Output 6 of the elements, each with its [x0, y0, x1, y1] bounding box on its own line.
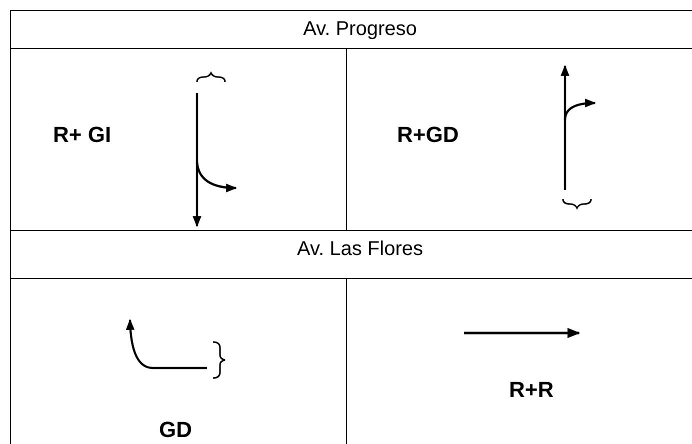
movement-code: GD [159, 417, 192, 443]
movement-code: R+ GI [53, 122, 112, 148]
street-name: Av. Las Flores [296, 238, 424, 261]
movement-code: R+GD [397, 122, 459, 148]
street-name: Av. Progreso [302, 18, 418, 41]
movement-code: R+R [509, 377, 554, 403]
